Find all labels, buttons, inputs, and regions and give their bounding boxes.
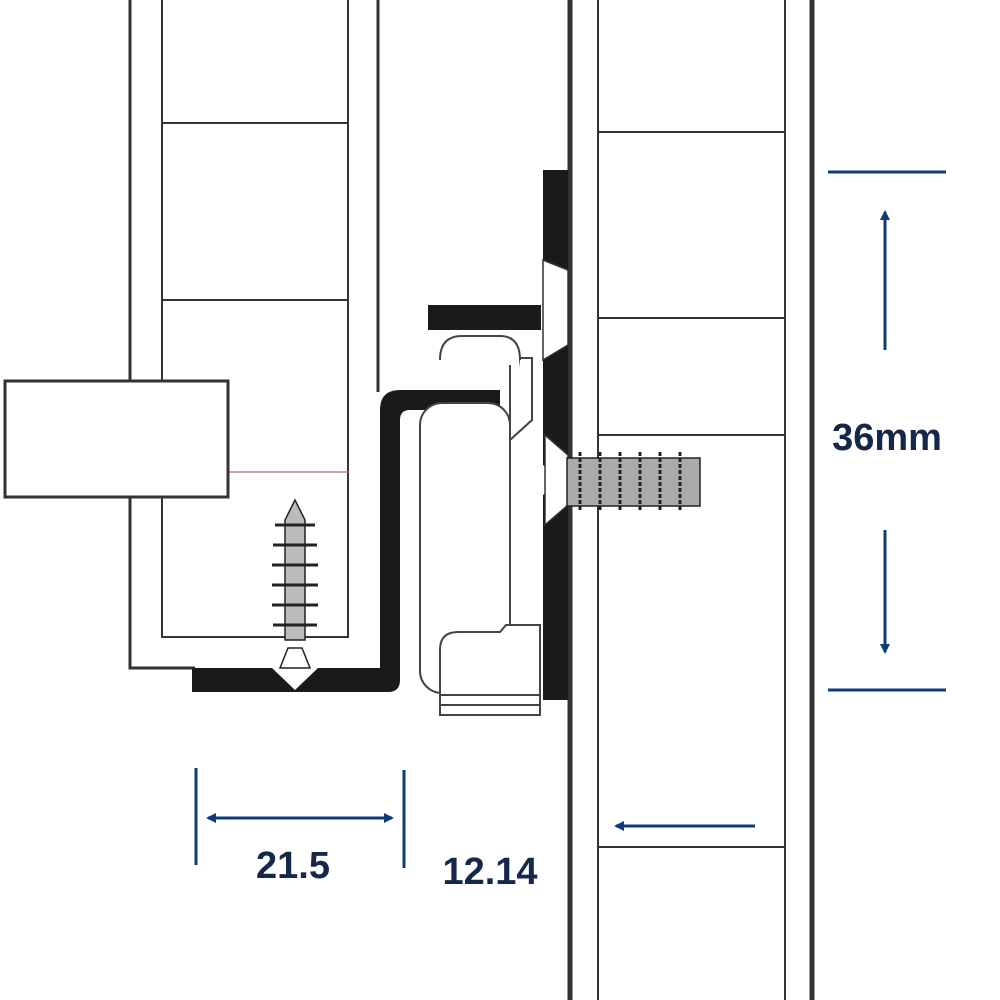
height-dimension xyxy=(828,170,946,692)
height-label: 36mm xyxy=(832,417,942,459)
upper-rail-bar xyxy=(428,305,541,330)
rail-width-label: 21.5 xyxy=(256,845,330,887)
drawer-side-panel xyxy=(128,0,380,670)
drawer-bottom-board xyxy=(3,379,230,499)
plate-notch xyxy=(542,258,569,362)
wood-screw xyxy=(272,498,318,669)
slide-members xyxy=(419,335,541,716)
cabinet-mount-plate xyxy=(543,170,568,700)
rail-width-dimension xyxy=(194,768,406,868)
machine-screw xyxy=(566,452,701,512)
clearance-label: 12.14 xyxy=(442,851,537,893)
